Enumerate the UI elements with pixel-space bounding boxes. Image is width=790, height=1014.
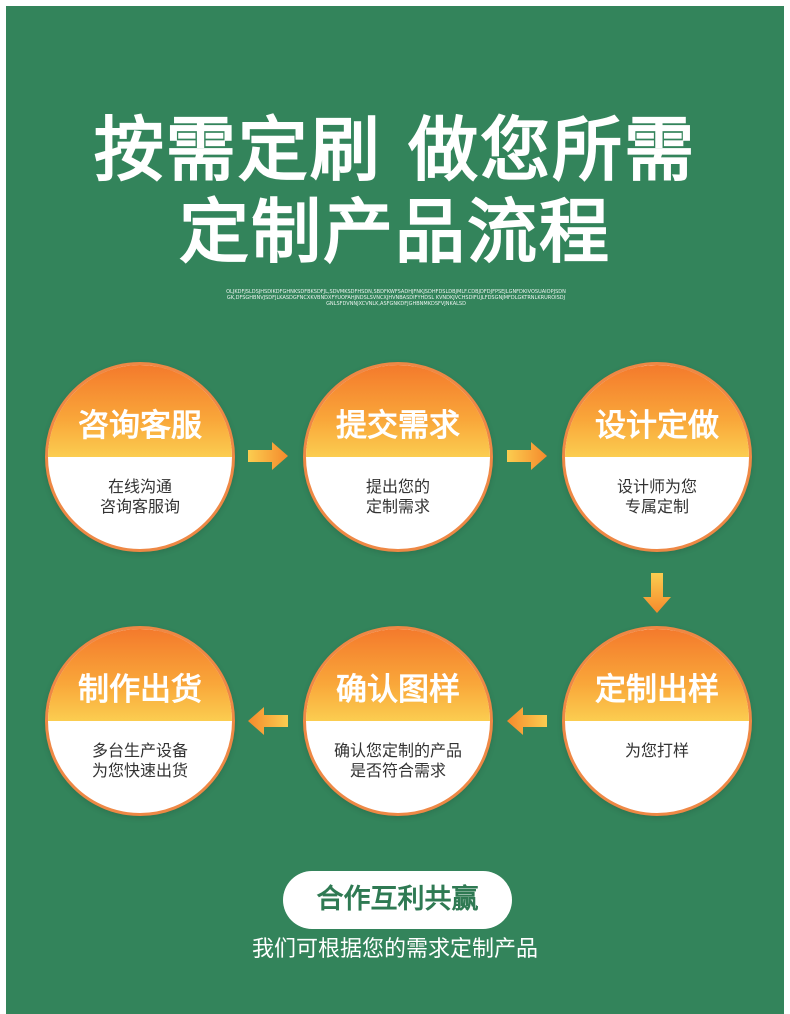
step-submit: 提交需求 提出您的 定制需求: [303, 362, 493, 552]
arrow-right-icon: [248, 442, 288, 470]
headline-line2: 定制产品流程: [179, 191, 611, 273]
step-design: 设计定做 设计师为您 专属定制: [562, 362, 752, 552]
step-desc-line1: 在线沟通: [107, 477, 172, 496]
headline-line1: 按需定刷 做您所需: [93, 109, 697, 191]
step-desc-line2: 为您快速出货: [91, 761, 188, 780]
step-title: 设计定做: [595, 408, 719, 444]
step-desc-line1: 设计师为您: [616, 477, 697, 496]
step-title: 制作出货: [78, 672, 202, 708]
step-sample: 定制出样 为您打样: [562, 626, 752, 816]
step-desc-line2: 咨询客服询: [99, 497, 180, 516]
step-desc-line1: 确认您定制的产品: [333, 741, 462, 760]
arrow-right-icon: [507, 442, 547, 470]
arrow-left-icon: [507, 707, 547, 735]
step-consult: 咨询客服 在线沟通 咨询客服询: [45, 362, 235, 552]
step-title: 确认图样: [336, 672, 460, 708]
bottom-subtitle: 我们可根据您的需求定制产品: [251, 937, 538, 962]
cooperation-badge: 合作互利共赢: [283, 871, 512, 929]
decorative-small-text: OLJKDFJSLDSJHSDIKDFGHNKSDFBKSDFJL,SDVMKS…: [226, 289, 566, 307]
step-confirm: 确认图样 确认您定制的产品 是否符合需求: [303, 626, 493, 816]
step-title: 定制出样: [595, 672, 719, 708]
process-poster: 按需定刷 做您所需 定制产品流程 OLJKDFJSLDSJHSDIKDFGHNK…: [6, 6, 784, 1014]
step-desc-line2: 是否符合需求: [349, 761, 446, 780]
step-desc-line1: 多台生产设备: [91, 741, 188, 760]
step-desc-line1: 为您打样: [624, 741, 689, 760]
step-desc-line1: 提出您的: [365, 477, 430, 496]
step-title: 咨询客服: [78, 408, 202, 444]
step-title: 提交需求: [336, 408, 460, 444]
step-desc-line2: 专属定制: [624, 497, 689, 516]
arrow-left-icon: [248, 707, 288, 735]
step-desc-line2: 定制需求: [365, 497, 430, 516]
arrow-down-icon: [643, 573, 671, 613]
step-production: 制作出货 多台生产设备 为您快速出货: [45, 626, 235, 816]
